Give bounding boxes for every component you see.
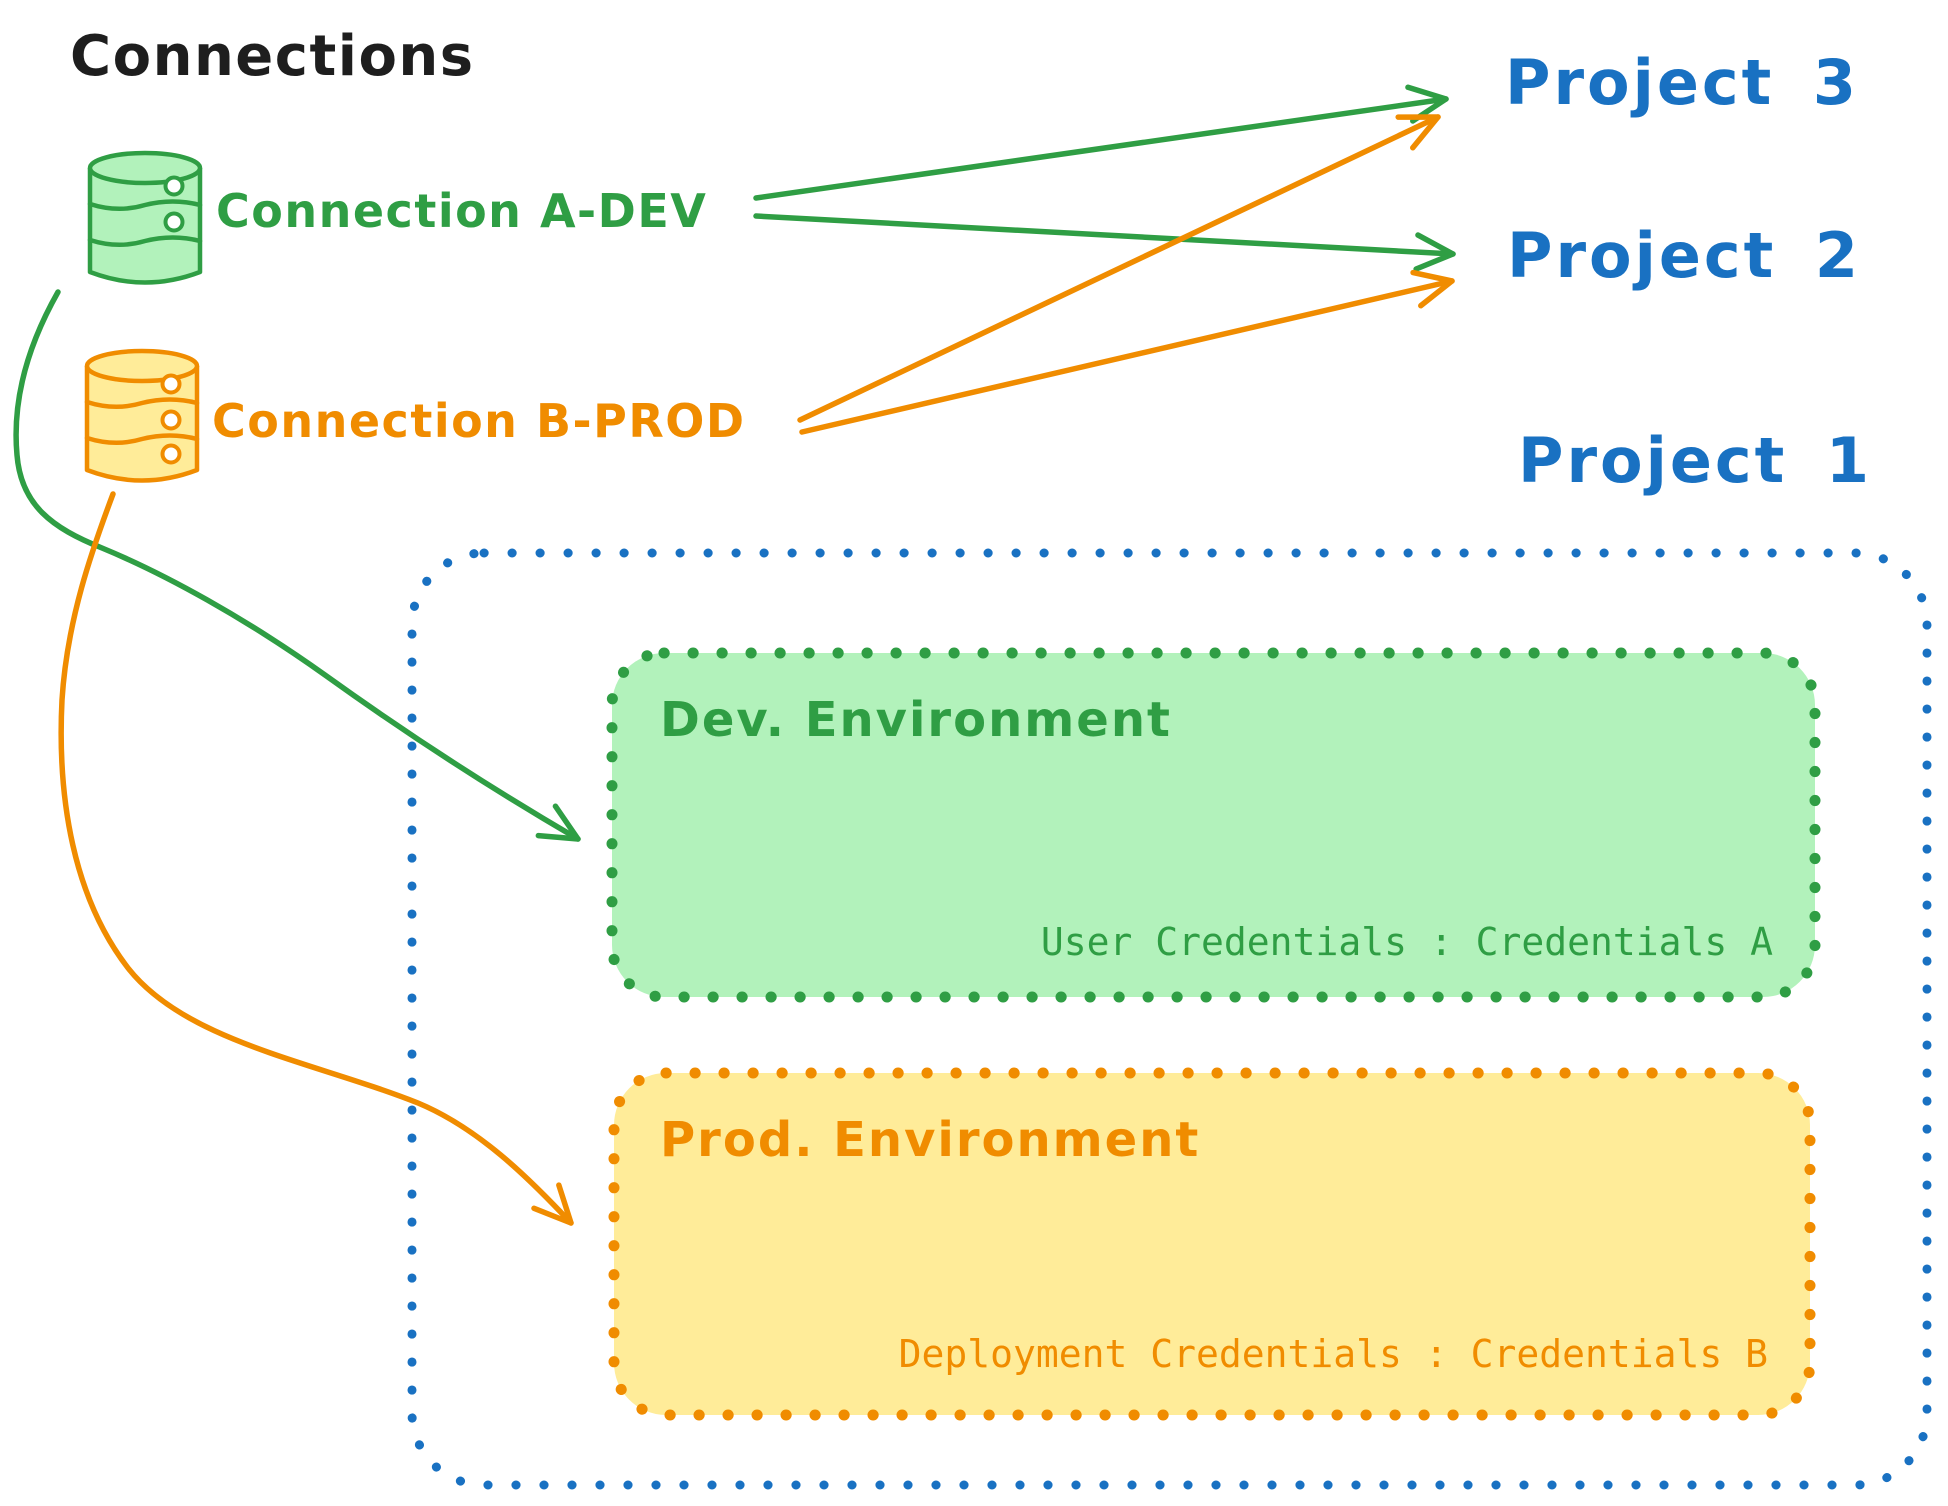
arrow-b-prod-to-project-2 [799,269,1455,435]
project-1-label: Project 1 [1518,424,1873,497]
prod-environment-title: Prod. Environment [660,1112,1201,1168]
prod-environment-credentials: Deployment Credentials : Credentials B [898,1332,1768,1376]
connection-b-prod-label: Connection B-PROD [212,394,746,448]
database-icon-a-dev [87,150,203,285]
diagram-title: Connections [70,24,475,89]
arrow-b-prod-to-project-3 [797,114,1441,423]
project-1-container-box [407,548,1932,1490]
arrow-a-dev-to-dev-environment [13,289,581,842]
arrow-a-dev-to-project-3 [753,84,1449,201]
connection-a-dev-label: Connection A-DEV [216,184,708,238]
dev-environment-title: Dev. Environment [660,692,1172,748]
dev-environment-credentials: User Credentials : Credentials A [1040,920,1773,964]
arrow-b-prod-to-prod-environment [58,491,574,1226]
project-2-label: Project 2 [1507,219,1862,292]
project-3-label: Project 3 [1505,46,1860,119]
arrow-a-dev-to-project-2 [753,213,1456,272]
database-icon-b-prod [84,348,200,483]
dev-environment-box [606,647,1821,1003]
prod-environment-box [608,1067,1816,1421]
